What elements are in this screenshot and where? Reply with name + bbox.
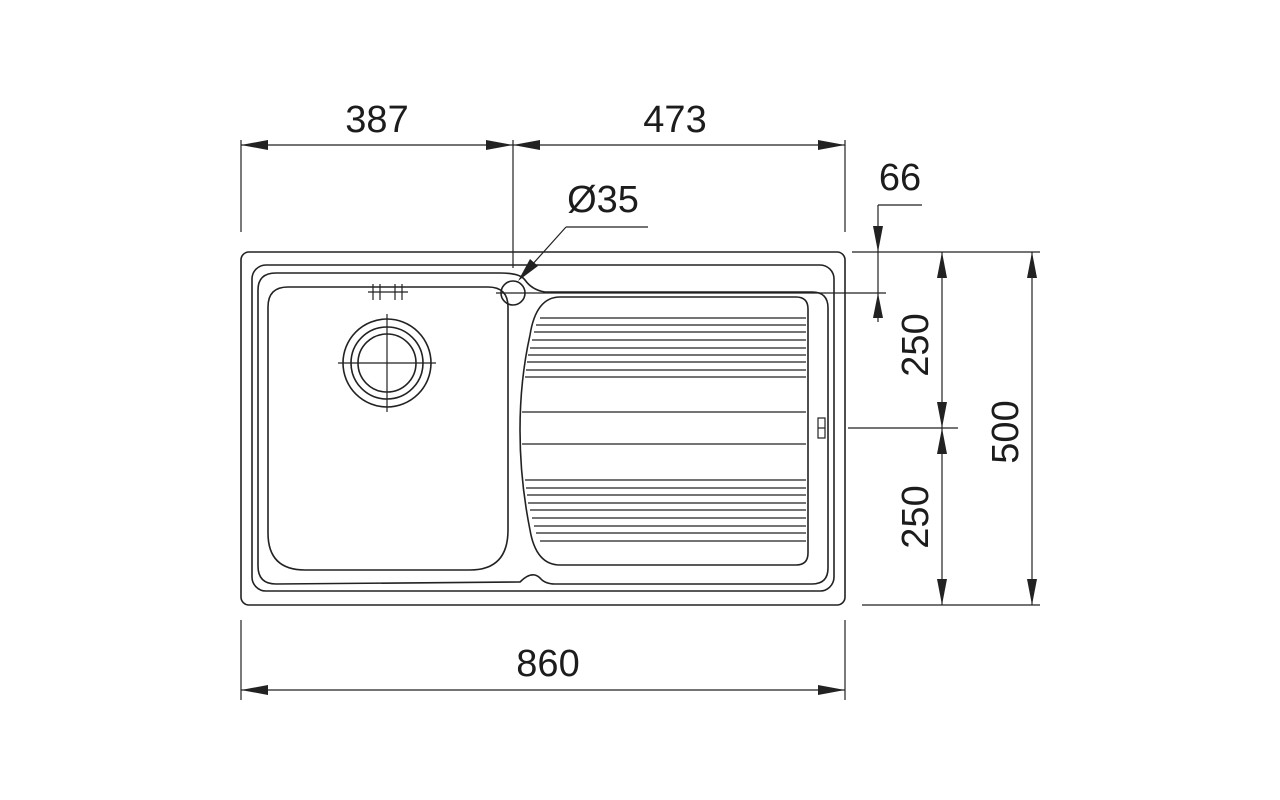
half-depth-arrow-top	[937, 252, 947, 278]
half-depth-arrow-bottom	[937, 579, 947, 605]
sink-outline-group	[240, 251, 846, 606]
bowl-basin	[267, 286, 509, 571]
offset-callout-group: 66	[873, 157, 922, 322]
half-depth-arrow-mid-down	[937, 428, 947, 454]
drainer-outline	[519, 296, 809, 566]
arrowhead-bottom-left	[241, 685, 268, 695]
arrowhead-top-middle-right	[513, 140, 540, 150]
arrowhead-bottom-right	[818, 685, 845, 695]
diameter-label: Ø35	[567, 179, 639, 221]
drainer-group	[519, 296, 826, 566]
dimension-label-860: 860	[516, 643, 579, 685]
offset-arrowhead-top	[873, 226, 883, 252]
offset-label: 66	[879, 157, 921, 199]
half-depth-dimension-group: 250 250	[895, 252, 947, 605]
right-extension-lines	[820, 251, 1040, 606]
half-depth-arrow-mid-up	[937, 402, 947, 428]
arrowhead-top-right	[818, 140, 845, 150]
dimension-label-387: 387	[345, 99, 408, 141]
sink-bowl-group	[267, 284, 509, 571]
dimension-label-upper-250: 250	[895, 313, 937, 376]
total-depth-arrow-bottom	[1027, 579, 1037, 605]
bottom-dimension-group: 860	[240, 620, 846, 700]
total-depth-dimension-group: 500	[985, 252, 1037, 605]
bowl-channel-outline	[257, 272, 829, 585]
dimension-label-473: 473	[643, 99, 706, 141]
tap-hole-group	[496, 280, 820, 306]
total-depth-arrow-top	[1027, 252, 1037, 278]
dimension-label-500: 500	[985, 400, 1027, 463]
offset-arrowhead-bottom	[873, 293, 883, 318]
arrowhead-top-middle-left	[486, 140, 513, 150]
sink-outer-rim	[240, 251, 846, 606]
sink-inner-rim	[251, 264, 835, 592]
dimension-label-lower-250: 250	[895, 485, 937, 548]
top-dimension-group: 387 473	[240, 99, 846, 268]
arrowhead-top-left	[241, 140, 268, 150]
